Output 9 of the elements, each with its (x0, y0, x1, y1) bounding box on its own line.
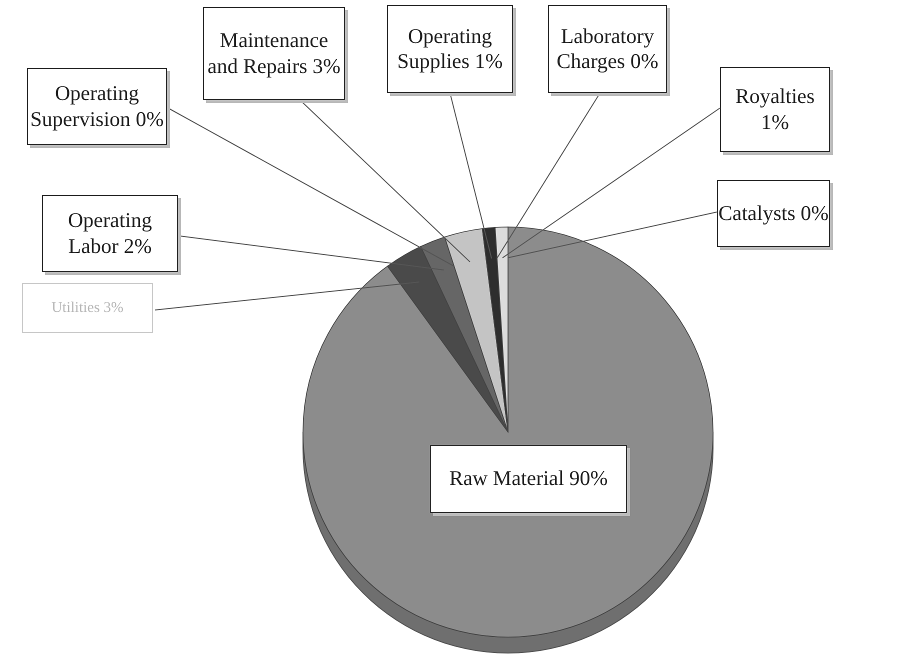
data-label: Royalties 1% (720, 67, 830, 152)
data-label: Operating Labor 2% (42, 195, 178, 272)
data-label: Catalysts 0% (717, 180, 830, 247)
data-label: Operating Supplies 1% (387, 5, 513, 93)
data-label: Operating Supervision 0% (27, 68, 167, 145)
data-label: Raw Material 90% (430, 445, 627, 513)
data-label: Maintenance and Repairs 3% (203, 7, 345, 100)
data-label: Utilities 3% (22, 283, 153, 333)
data-label: Laboratory Charges 0% (548, 5, 667, 93)
